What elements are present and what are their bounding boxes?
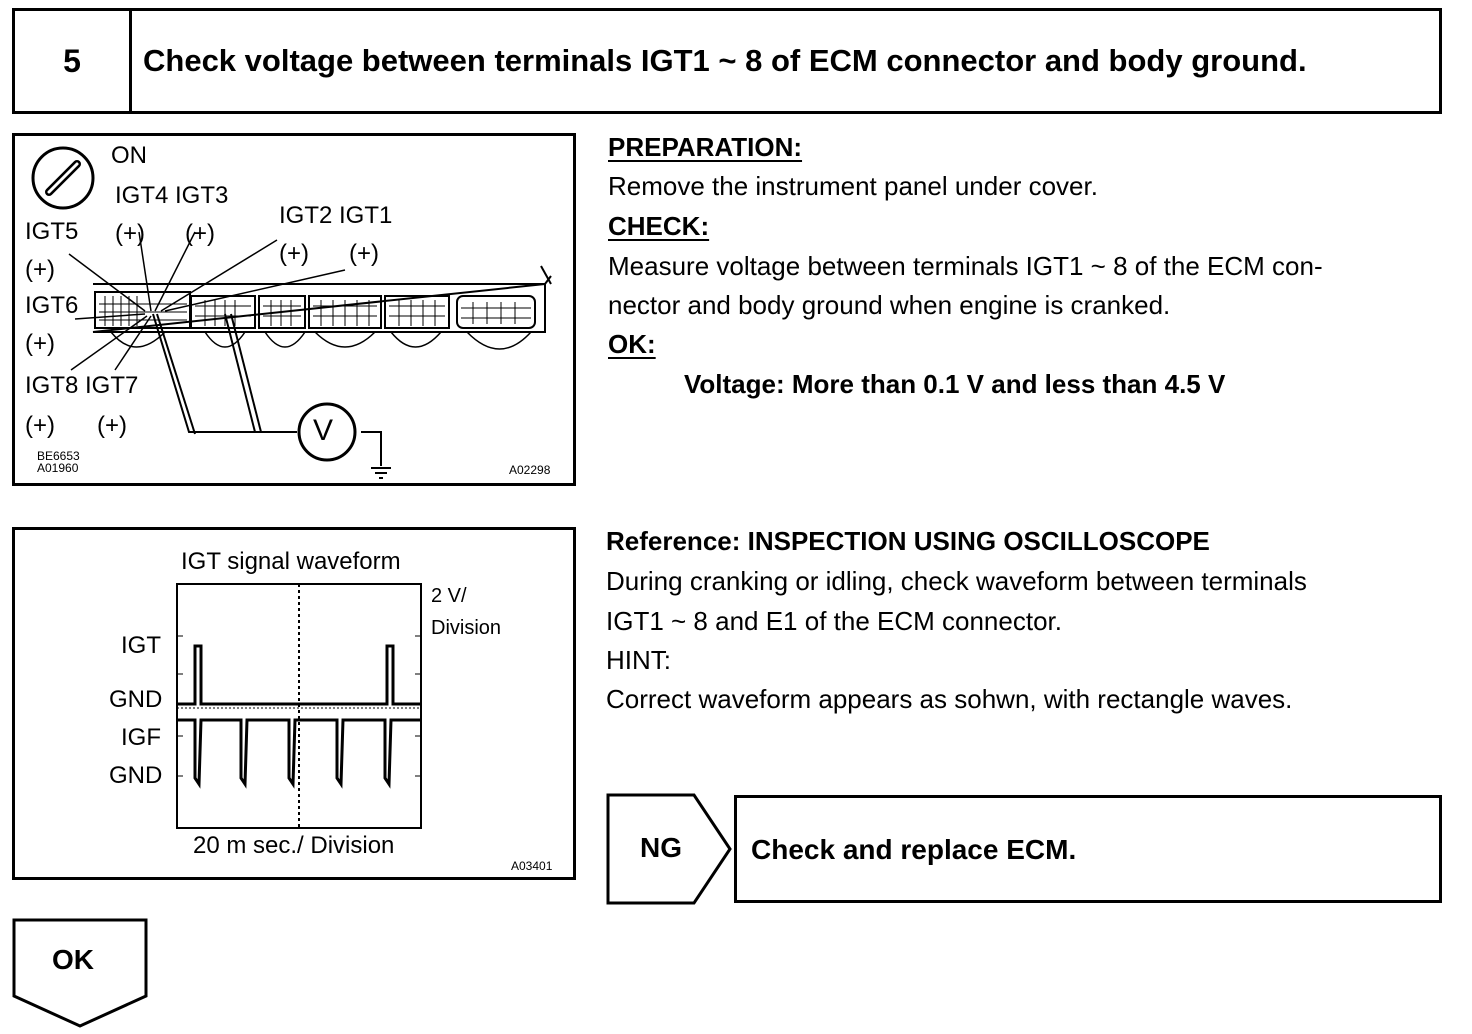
- ignition-key-icon: [31, 146, 95, 210]
- figure-code-be6653: BE6653: [37, 449, 80, 463]
- figure-code-a01960: A01960: [37, 461, 79, 475]
- step-number: 5: [15, 11, 132, 111]
- igt-axis-label: IGT: [121, 632, 161, 659]
- step-header: 5 Check voltage between terminals IGT1 ~…: [12, 8, 1442, 114]
- ecm-connector-drawing: [31, 146, 552, 479]
- igt2-igt1-label: IGT2 IGT1: [279, 202, 393, 229]
- igt7-plus-label: (+): [97, 412, 127, 439]
- preparation-text: Remove the instrument panel under cover.: [608, 171, 1098, 201]
- hint-label: HINT:: [606, 645, 671, 675]
- waveform-plot: [176, 583, 422, 829]
- voltmeter-label: V: [313, 414, 334, 447]
- figure-code-a03401: A03401: [511, 859, 553, 873]
- ng-label: NG: [640, 832, 682, 863]
- igt2-plus-label: (+): [279, 240, 309, 267]
- igt-trace: [177, 644, 421, 706]
- waveform-title: IGT signal waveform: [181, 548, 401, 575]
- check-text-line2: nector and body ground when engine is cr…: [608, 290, 1171, 320]
- figure-code-a02298: A02298: [509, 463, 551, 477]
- voltage-scale-line1: 2 V/: [431, 585, 467, 607]
- ecm-connector-figure: ON IGT4 IGT3 (+) (+) IGT2 IGT1 (+) (+) I…: [12, 133, 576, 486]
- ground-icon: [371, 467, 391, 479]
- igt5-plus-label: (+): [25, 256, 55, 283]
- tick-marks: [177, 635, 421, 777]
- igf-axis-label: IGF: [121, 724, 161, 751]
- ecm-connector-body: [92, 265, 552, 350]
- igt6-plus-label: (+): [25, 330, 55, 357]
- time-scale-label: 20 m sec./ Division: [193, 832, 395, 859]
- check-heading: CHECK:: [608, 211, 710, 241]
- ng-action-box: Check and replace ECM.: [734, 795, 1442, 903]
- ok-heading: OK:: [608, 329, 656, 359]
- check-text-line1: Measure voltage between terminals IGT1 ~…: [608, 251, 1323, 281]
- reference-line1: During cranking or idling, check wavefor…: [606, 566, 1307, 596]
- ok-arrow-shape: [12, 918, 148, 1028]
- igt8-plus-label: (+): [25, 412, 55, 439]
- waveform-figure: IGT signal waveform 2 V/ Division IGT GN…: [12, 527, 576, 880]
- igt8-igt7-label: IGT8 IGT7: [25, 372, 139, 399]
- ok-arrow-label: OK: [52, 944, 94, 975]
- voltage-scale-line2: Division: [431, 617, 502, 639]
- gnd-axis-label-1: GND: [109, 686, 163, 713]
- preparation-heading: PREPARATION:: [608, 132, 803, 162]
- ignition-on-label: ON: [111, 142, 147, 169]
- igt6-label: IGT6: [25, 292, 79, 319]
- ng-action-text: Check and replace ECM.: [751, 834, 1077, 865]
- reference-heading: Reference: INSPECTION USING OSCILLOSCOPE: [606, 526, 1210, 556]
- voltmeter-icon: [297, 402, 357, 462]
- igf-trace: [177, 718, 421, 789]
- ok-spec: Voltage: More than 0.1 V and less than 4…: [684, 369, 1226, 399]
- gnd-axis-label-2: GND: [109, 762, 163, 789]
- igt4-plus-label: (+): [115, 220, 145, 247]
- hint-text: Correct waveform appears as sohwn, with …: [606, 684, 1293, 714]
- igt5-label: IGT5: [25, 218, 79, 245]
- reference-line2: IGT1 ~ 8 and E1 of the ECM connector.: [606, 606, 1062, 636]
- igt1-plus-label: (+): [349, 240, 379, 267]
- igt3-plus-label: (+): [185, 220, 215, 247]
- igt4-igt3-label: IGT4 IGT3: [115, 182, 229, 209]
- ng-arrow-shape: [606, 793, 732, 905]
- step-title: Check voltage between terminals IGT1 ~ 8…: [143, 43, 1307, 78]
